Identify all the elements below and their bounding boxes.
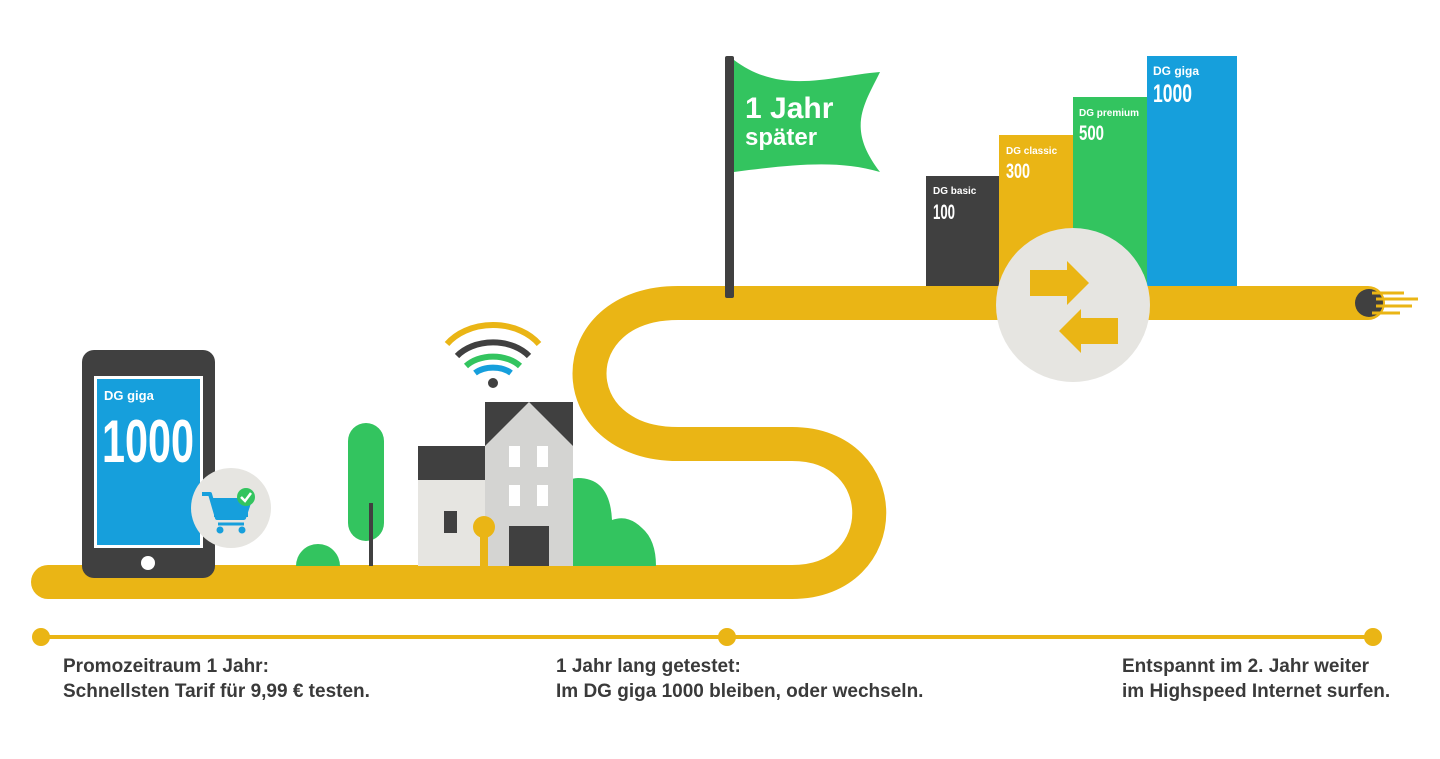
house <box>418 402 573 566</box>
timeline-caption-1: Promozeitraum 1 Jahr: Schnellsten Tarif … <box>63 654 370 704</box>
phone-home-button <box>141 556 155 570</box>
timeline-caption-2: 1 Jahr lang getestet: Im DG giga 1000 bl… <box>556 654 923 704</box>
tree <box>348 423 384 566</box>
phone-plan-speed: 1000 <box>102 408 194 475</box>
bar-chart: DG basic 100 DG classic 300 DG premium 5… <box>926 56 1237 286</box>
bar-label-dg-classic: DG classic <box>1006 146 1058 157</box>
flag-line-1: 1 Jahr <box>745 92 834 125</box>
bar-dg-giga <box>1147 56 1237 286</box>
bush-left <box>296 544 340 566</box>
flag-line-2: später <box>745 124 817 151</box>
timeline <box>32 628 1382 646</box>
timeline-caption-3: Entspannt im 2. Jahr weiter im Highspeed… <box>1122 654 1390 704</box>
milestone-flag: 1 Jahr später <box>725 56 880 298</box>
timeline-dot-3 <box>1364 628 1382 646</box>
shopping-cart-check-icon <box>191 468 271 548</box>
bar-value-dg-classic: 300 <box>1006 160 1030 183</box>
bar-value-dg-premium: 500 <box>1079 122 1104 145</box>
timeline-caption-2-line-2: Im DG giga 1000 bleiben, oder wechseln. <box>556 681 924 702</box>
speed-lines-icon <box>1355 289 1418 317</box>
timeline-caption-2-line-1: 1 Jahr lang getestet: <box>556 656 741 677</box>
timeline-caption-3-line-2: im Highspeed Internet surfen. <box>1122 681 1391 702</box>
smartphone: DG giga 1000 <box>82 350 215 578</box>
timeline-dot-2 <box>718 628 736 646</box>
bar-label-dg-basic: DG basic <box>933 186 977 197</box>
timeline-caption-1-line-2: Schnellsten Tarif für 9,99 € testen. <box>63 681 370 702</box>
bar-value-dg-basic: 100 <box>933 201 955 224</box>
timeline-caption-1-line-1: Promozeitraum 1 Jahr: <box>63 656 269 677</box>
timeline-dot-1 <box>32 628 50 646</box>
bush-right <box>566 478 656 566</box>
bar-value-dg-giga: 1000 <box>1153 80 1192 108</box>
bar-dg-basic <box>926 176 999 286</box>
wifi-icon <box>444 322 542 388</box>
bar-label-dg-premium: DG premium <box>1079 108 1139 119</box>
phone-plan-name: DG giga <box>104 388 155 403</box>
swap-arrows-icon <box>996 228 1150 382</box>
road-path <box>31 286 1385 599</box>
bar-label-dg-giga: DG giga <box>1153 64 1199 78</box>
timeline-caption-3-line-1: Entspannt im 2. Jahr weiter <box>1122 656 1370 677</box>
